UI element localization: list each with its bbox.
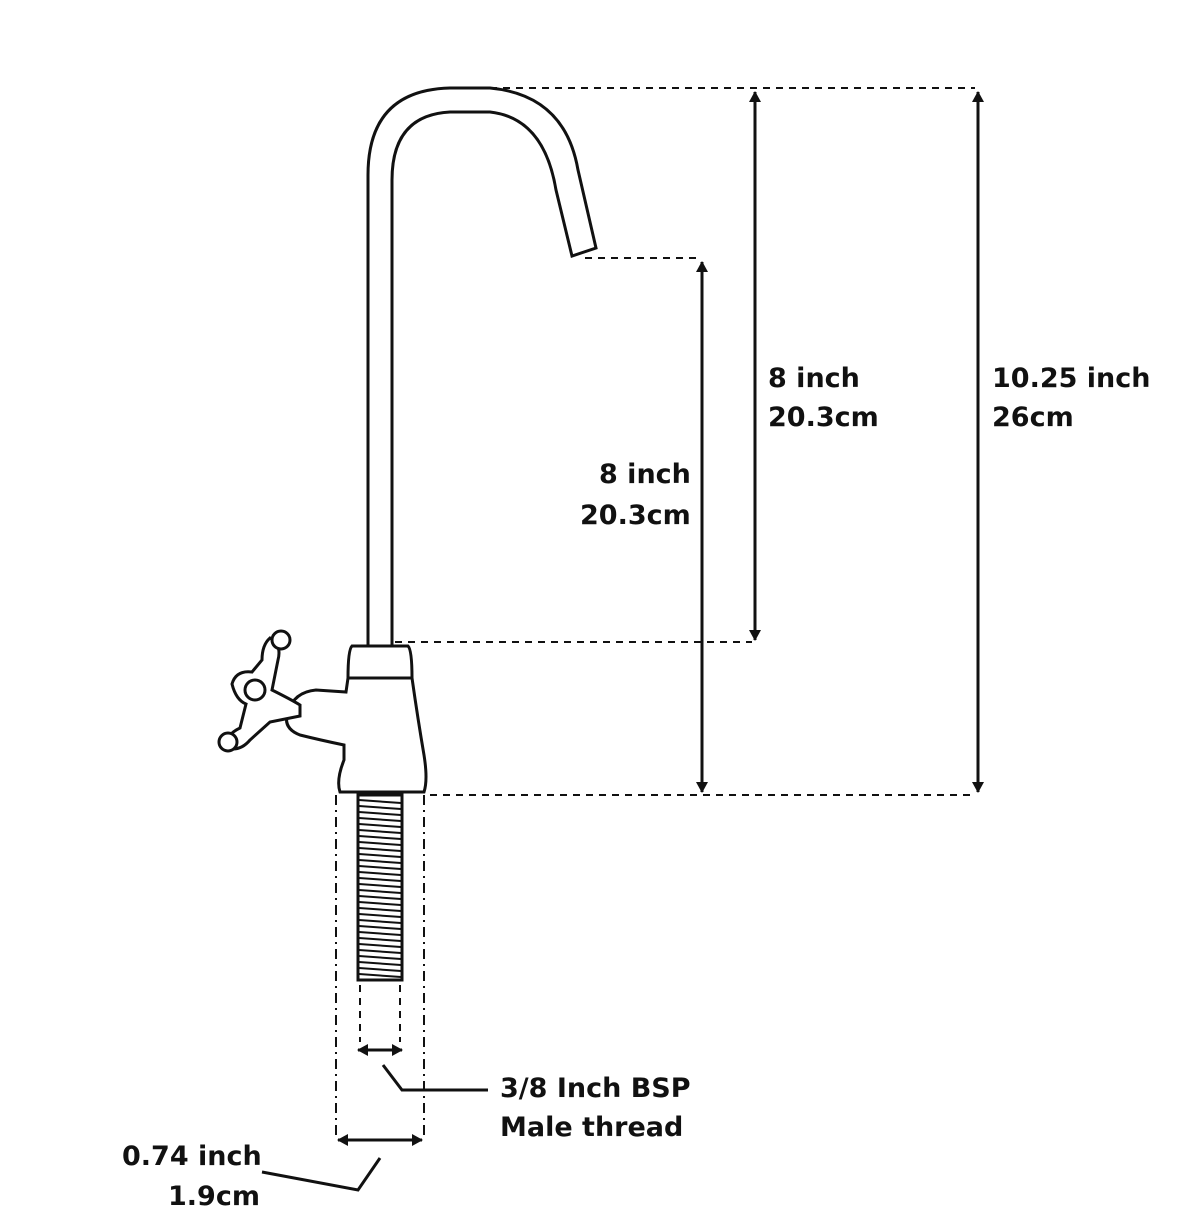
thread-ridge [358,883,402,888]
thread-ridge [358,859,402,864]
thread-ridge [358,877,402,882]
thread-ridge [358,931,402,936]
thread-ridge [358,913,402,918]
cross-handle-icon [217,629,302,753]
thread-ridge [358,865,402,870]
thread-label-2: Male thread [500,1112,683,1143]
thread-ridge [358,901,402,906]
thread-ridge [358,811,402,816]
thread-ridge [358,949,402,954]
neck-height-label-1: 8 inch [768,363,860,394]
thread-ridge [358,817,402,822]
base-width-label-2: 1.9cm [168,1181,260,1212]
thread-leader [381,1064,488,1092]
thread-ridge [358,955,402,960]
spout-height-label-2: 20.3cm [580,500,691,531]
thread-ridge [358,823,402,828]
thread-ridge [358,829,402,834]
neck-height-label-2: 20.3cm [768,402,879,433]
thread-ridge [358,853,402,858]
faucet-icon [217,86,598,982]
thread-ridge [358,961,402,966]
thread-ridge [358,847,402,852]
thread-ridge [358,907,402,912]
total-height-label-1: 10.25 inch [992,363,1151,394]
thread-ridge [358,889,402,894]
thread-ridge [358,937,402,942]
thread-ridge [358,973,402,978]
thread-ridge [358,925,402,930]
thread-ridge [358,835,402,840]
thread-ridge [358,895,402,900]
base-width-label-1: 0.74 inch [122,1141,262,1172]
thread-ridge [358,967,402,972]
thread-ridge [358,871,402,876]
base-leader [261,1157,382,1192]
thread-ridge [358,943,402,948]
thread-ridge [358,799,402,804]
thread-lines [358,799,402,978]
thread-ridge [358,919,402,924]
total-height-label-2: 26cm [992,402,1074,433]
thread-label-1: 3/8 Inch BSP [500,1073,691,1104]
thread-ridge [358,805,402,810]
spout-height-label-1: 8 inch [599,459,691,490]
thread-ridge [358,841,402,846]
